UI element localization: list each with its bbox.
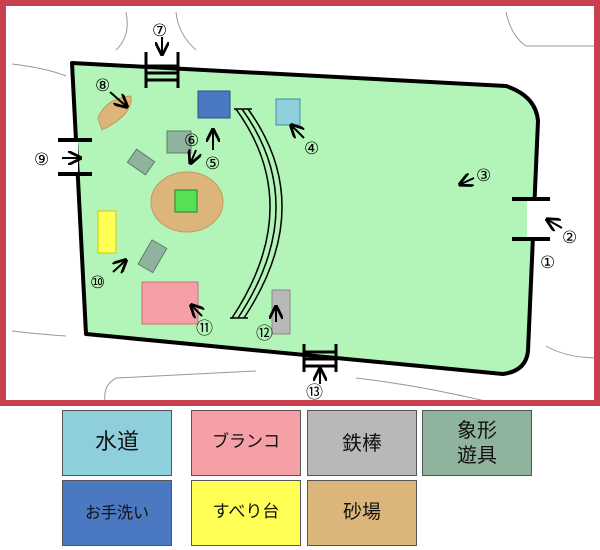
stairs-south (302, 344, 338, 372)
stairs-north (144, 52, 180, 88)
legend-slide-label: すべり台 (212, 502, 280, 523)
legend-handwash-label: お手洗い (84, 503, 149, 522)
legend-bar-label: 鉄棒 (342, 430, 382, 455)
park-map: ① ② ③ ④ ⑤ ⑥ ⑦ ⑧ ⑨ ⑩ ⑪ ⑫ ⑬ (0, 0, 600, 406)
legend-elephant: 象形 遊具 (422, 410, 532, 476)
marker-5: ⑤ (205, 154, 220, 174)
legend-elephant-label: 象形 遊具 (457, 418, 497, 467)
elephant-play-1 (166, 130, 192, 154)
sandbox-center (174, 189, 198, 213)
entrances (58, 52, 550, 372)
legend-handwash: お手洗い (62, 480, 172, 546)
swing (141, 281, 199, 325)
slide (97, 210, 117, 254)
marker-7: ⑦ (152, 21, 167, 41)
arrows (62, 37, 563, 384)
marker-13: ⑬ (306, 383, 323, 403)
water-tap (275, 98, 301, 126)
marker-12: ⑫ (256, 324, 273, 344)
legend-water-label: 水道 (94, 430, 139, 456)
marker-2: ② (562, 228, 577, 248)
marker-11: ⑪ (196, 319, 213, 339)
park-area (70, 61, 540, 376)
street-outlines (11, 11, 594, 400)
handwash (197, 90, 231, 119)
legend-bar: 鉄棒 (307, 410, 417, 476)
marker-4: ④ (304, 139, 319, 159)
marker-9: ⑨ (34, 150, 49, 170)
legend-sand: 砂場 (307, 480, 417, 546)
map-canvas: ① ② ③ ④ ⑤ ⑥ ⑦ ⑧ ⑨ ⑩ ⑪ ⑫ ⑬ (11, 11, 594, 403)
marker-6: ⑥ (184, 131, 199, 151)
curved-walkway (230, 108, 283, 319)
marker-1: ① (540, 253, 555, 273)
marker-8: ⑧ (95, 76, 110, 96)
legend-sand-label: 砂場 (342, 501, 381, 524)
marker-3: ③ (476, 166, 491, 186)
legend-slide: すべり台 (191, 480, 301, 546)
elephant-play-2 (126, 148, 156, 176)
iron-bar (271, 289, 291, 335)
legend-swing-label: ブランコ (212, 432, 280, 453)
marker-10: ⑩ (90, 273, 105, 293)
elephant-play-3 (137, 239, 168, 274)
legend-swing: ブランコ (191, 410, 301, 476)
legend-water: 水道 (62, 410, 172, 476)
